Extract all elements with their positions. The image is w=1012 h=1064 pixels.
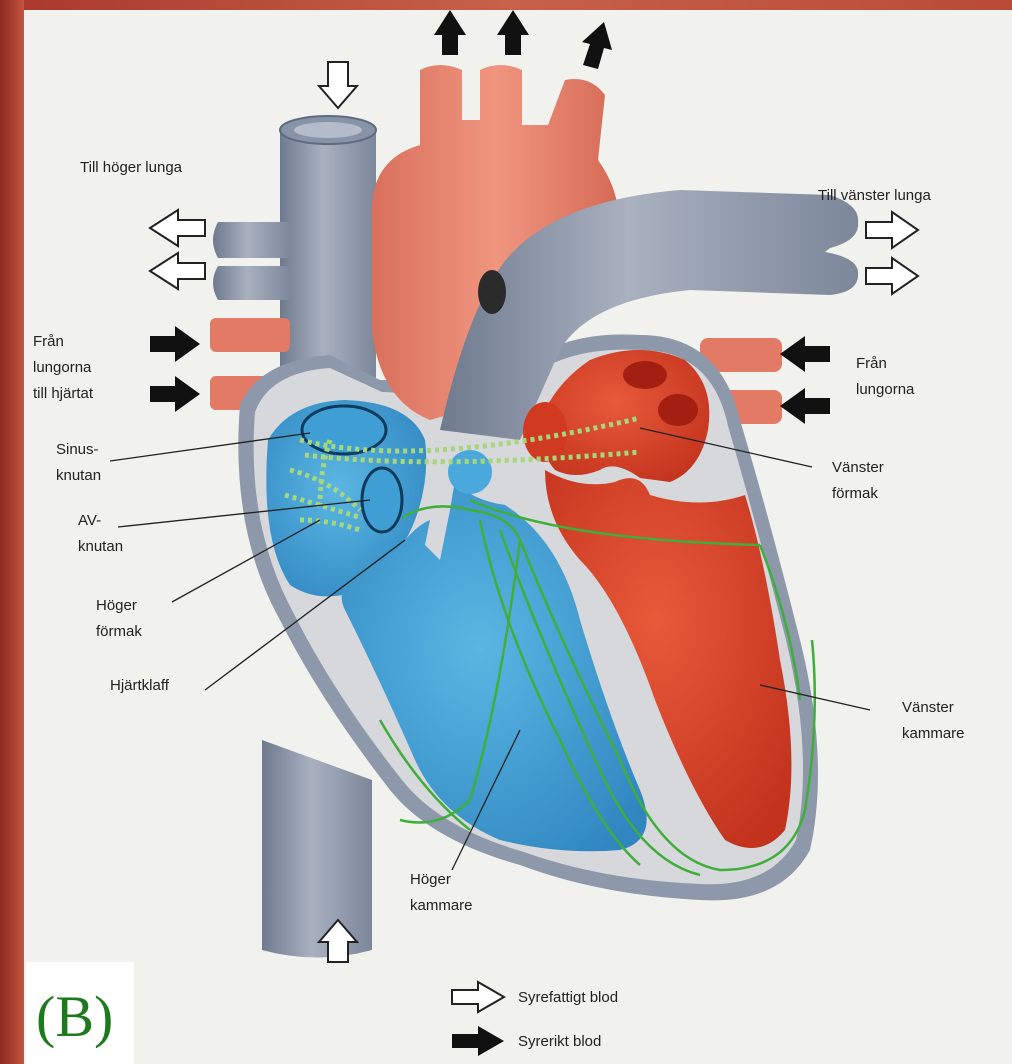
label-avknutan-line2: knutan	[78, 538, 123, 555]
label-sinusknutan-line2: knutan	[56, 467, 101, 484]
pulmonary-vein-opening-1	[623, 361, 667, 389]
arrow-left-icon	[780, 336, 830, 372]
arrow-up-icon	[497, 10, 529, 55]
label-fran-lungorna-hjartat-line1: Från	[33, 333, 64, 350]
hollow-arrow-right-icon	[866, 212, 918, 248]
label-vanster-kammare-line2: kammare	[902, 725, 965, 742]
label-vanster-formak-line1: Vänster	[832, 459, 884, 476]
hollow-arrow-left-icon	[150, 210, 205, 246]
label-hjartklaff: Hjärtklaff	[110, 677, 170, 694]
aortic-valve-region	[523, 402, 567, 462]
label-vanster-formak-line2: förmak	[832, 485, 878, 502]
label-fran-lungorna-hjartat-line2: lungorna	[33, 359, 92, 376]
legend-hollow-arrow-icon	[452, 982, 504, 1012]
arrow-up-icon	[582, 22, 612, 69]
label-hoger-kammare-line2: kammare	[410, 897, 473, 914]
label-till-vanster-lunga: Till vänster lunga	[818, 187, 931, 204]
pulmonary-vein-opening-2	[658, 394, 698, 426]
legend-solid-arrow-icon	[452, 1026, 504, 1056]
label-hoger-formak-line1: Höger	[96, 597, 137, 614]
inferior-vena-cava	[262, 740, 372, 958]
label-avknutan-line1: AV-	[78, 512, 101, 529]
label-vanster-kammare-line1: Vänster	[902, 699, 954, 716]
label-hoger-kammare-line1: Höger	[410, 871, 451, 888]
label-fran-lungorna-hjartat-line3: till hjärtat	[33, 385, 94, 402]
hollow-arrow-right-icon	[866, 258, 918, 294]
arrow-left-icon	[780, 388, 830, 424]
right-pulmonary-artery	[213, 222, 290, 300]
figure-badge-label: (B)	[36, 984, 113, 1049]
superior-vena-cava	[280, 116, 376, 390]
label-sinusknutan-line1: Sinus-	[56, 441, 99, 458]
label-hoger-formak-line2: förmak	[96, 623, 142, 640]
aorta-shadow	[478, 270, 506, 314]
label-till-hoger-lunga: Till höger lunga	[80, 159, 183, 176]
legend: Syrefattigt blod Syrerikt blod	[452, 982, 618, 1056]
arrow-right-icon	[150, 376, 200, 412]
label-fran-lungorna-line2: lungorna	[856, 381, 915, 398]
legend-oxygenated-label: Syrerikt blod	[518, 1033, 601, 1050]
aortic-branch-arrows	[434, 10, 612, 69]
label-fran-lungorna-line1: Från	[856, 355, 887, 372]
arrow-right-icon	[150, 326, 200, 362]
arrow-up-icon	[434, 10, 466, 55]
pulmonary-valve-region	[448, 450, 492, 494]
hollow-arrow-down-icon	[319, 62, 357, 108]
legend-deoxygenated-label: Syrefattigt blod	[518, 989, 618, 1006]
figure-badge: (B)	[26, 962, 134, 1064]
sinus-node	[302, 406, 386, 454]
hollow-arrow-left-icon	[150, 253, 205, 289]
